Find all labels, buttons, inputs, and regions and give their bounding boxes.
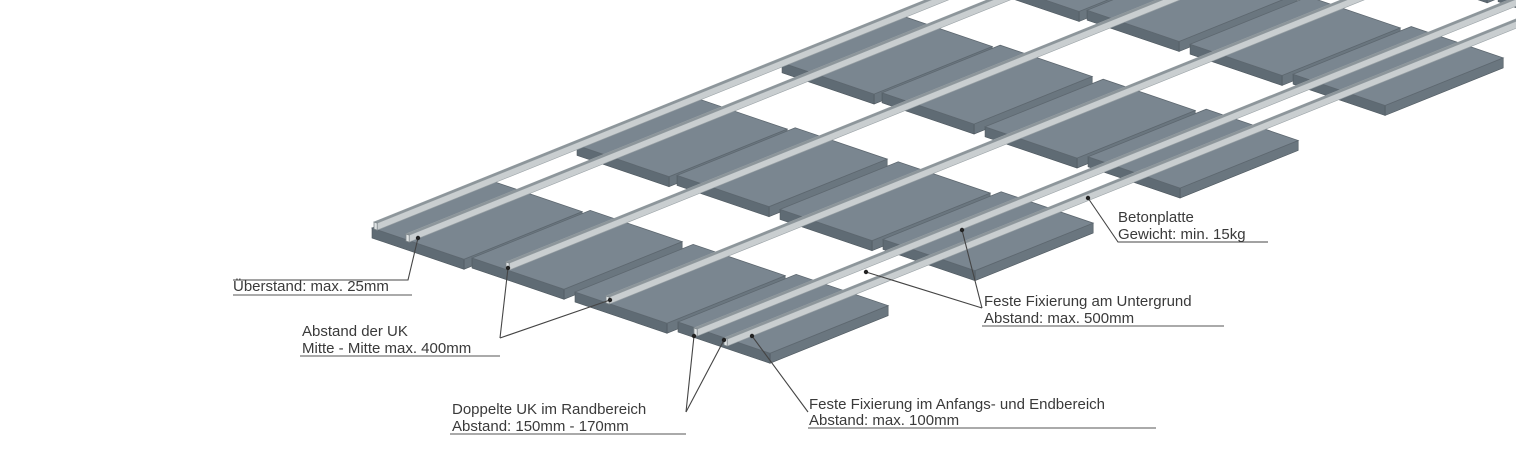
leader-lines — [233, 195, 1268, 435]
rail-groove — [726, 19, 1516, 340]
slab-top-face — [573, 243, 787, 324]
rail-groove — [608, 0, 1347, 298]
annotations: Überstand: max. 25mm Abstand der UK Mitt… — [233, 209, 1246, 435]
marker-double-b — [721, 337, 727, 343]
leader-spacing-a — [499, 267, 509, 339]
label-slab-value: Gewicht: min. 15kg — [1118, 226, 1246, 243]
rail-end-cap — [405, 233, 410, 243]
marker-spacing-b — [607, 297, 613, 303]
label-overhang: Überstand: max. 25mm — [233, 277, 389, 295]
slab-top-face — [470, 209, 684, 290]
leader-spacing-b — [499, 299, 611, 339]
leader-double-b — [685, 339, 725, 413]
rail-groove — [376, 0, 931, 224]
label-fix-end-value: Abstand: max. 100mm — [809, 412, 959, 429]
label-spacing-value: Mitte - Mitte max. 400mm — [302, 340, 471, 357]
rail-groove — [506, 0, 1160, 263]
rail-groove — [696, 0, 1514, 330]
rail-groove — [694, 0, 1512, 329]
leader-slab — [1087, 197, 1268, 243]
slab-side-face — [1477, 0, 1488, 4]
slab-top-face — [983, 78, 1197, 159]
rail-end-cap — [373, 221, 378, 231]
marker-slab — [1085, 195, 1091, 201]
leader-fix-ground-b — [865, 271, 983, 309]
label-fix-end-title: Feste Fixierung im Anfangs- und Endberei… — [809, 396, 1105, 413]
label-fix-ground-value: Abstand: max. 500mm — [984, 310, 1134, 327]
label-slab-title: Betonplatte — [1118, 209, 1194, 226]
rail-groove — [374, 0, 929, 223]
label-fix-ground-title: Feste Fixierung am Untergrund — [984, 293, 1192, 310]
rail-groove — [408, 0, 993, 236]
marker-spacing-a — [505, 265, 511, 271]
slab-front-face — [1486, 0, 1496, 4]
leader-fix-end — [751, 335, 809, 413]
rail-end-cap — [605, 295, 610, 305]
slab-top-face — [675, 127, 889, 208]
slab-top-face — [1044, 0, 1109, 12]
marker-fix-ground-a — [959, 227, 965, 233]
rail-groove — [508, 0, 1163, 264]
marker-overhang — [415, 235, 421, 241]
marker-fix-ground-b — [863, 269, 869, 275]
rail-groove — [606, 0, 1344, 297]
marker-fix-end — [749, 333, 755, 339]
leader-fix-ground-a — [961, 229, 983, 309]
marker-double-a — [691, 333, 697, 339]
leader-overhang — [233, 237, 419, 281]
label-spacing-title: Abstand der UK — [302, 323, 408, 340]
substructure-rails — [372, 0, 1516, 347]
slab-top-face — [880, 44, 1094, 125]
leader-double-a — [685, 335, 695, 413]
label-double-title: Doppelte UK im Randbereich — [452, 401, 646, 418]
rail-groove — [406, 0, 991, 235]
rail-groove — [724, 18, 1516, 339]
slab-top-face — [1188, 0, 1402, 76]
label-double-value: Abstand: 150mm - 170mm — [452, 418, 629, 435]
slab-top-face — [778, 161, 992, 242]
